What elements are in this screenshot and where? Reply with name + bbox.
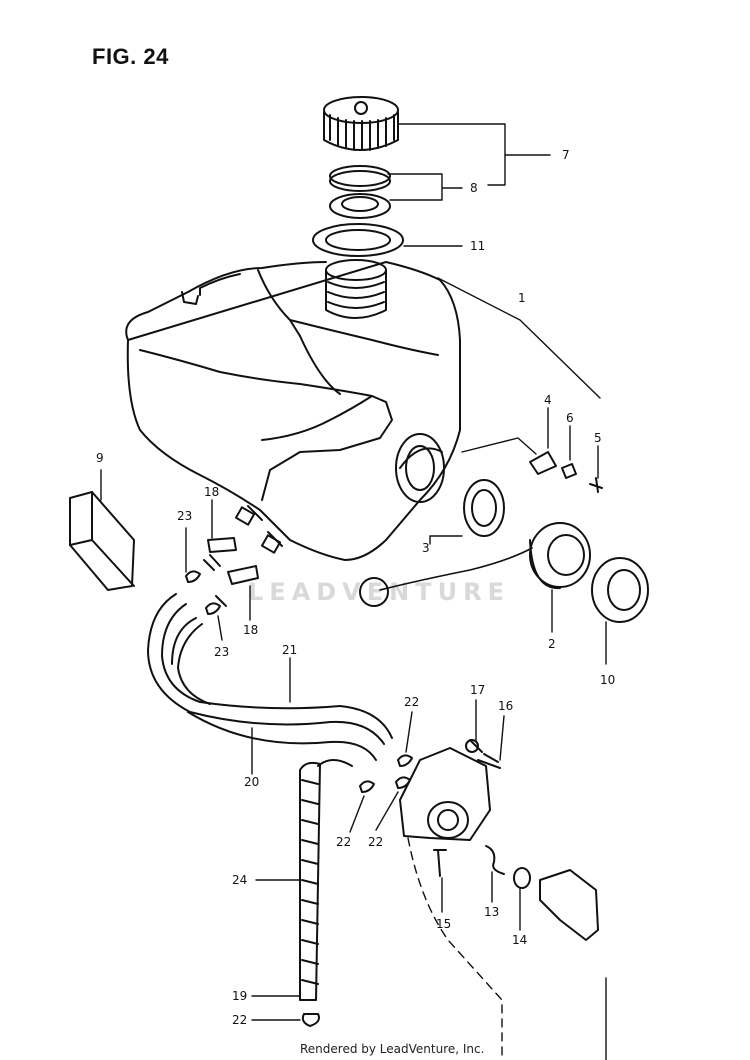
washer-6 [561, 463, 577, 479]
hose-fittings [203, 537, 259, 607]
filler-ring [312, 223, 404, 257]
hose-clip-upper [185, 570, 201, 583]
callout-23-lower: 23 [214, 645, 229, 659]
figure-title: FIG. 24 [92, 44, 169, 69]
callout-22-left: 22 [336, 835, 351, 849]
callout-numbers: 7 8 11 1 4 6 5 9 18 23 3 2 10 18 23 21 2… [96, 148, 615, 1027]
callout-19: 19 [232, 989, 247, 1003]
vent-hose [299, 759, 353, 1027]
callout-22-mid: 22 [368, 835, 383, 849]
callout-20: 20 [244, 775, 259, 789]
fuel-hose [147, 593, 393, 761]
callout-16: 16 [498, 699, 513, 713]
callout-7: 7 [562, 148, 570, 162]
callout-5: 5 [594, 431, 602, 445]
callout-17: 17 [470, 683, 485, 697]
leader-lines [100, 123, 607, 1060]
watermark: LEADVENTURE [248, 578, 510, 606]
callout-14: 14 [512, 933, 527, 947]
callout-11: 11 [470, 239, 485, 253]
callout-15: 15 [436, 917, 451, 931]
drain-cap [529, 522, 591, 590]
fuel-cap [323, 96, 399, 151]
callout-10: 10 [600, 673, 615, 687]
callout-6: 6 [566, 411, 574, 425]
callout-22-top: 22 [404, 695, 419, 709]
fuel-tank [125, 261, 461, 561]
callout-18-upper: 18 [204, 485, 219, 499]
hose-clip-22a [397, 754, 413, 767]
hose-clip-22b [359, 780, 375, 793]
callout-1: 1 [518, 291, 526, 305]
callout-9: 9 [96, 451, 104, 465]
callout-4: 4 [544, 393, 552, 407]
cap-seal [329, 165, 391, 219]
callout-13: 13 [484, 905, 499, 919]
hose-clip-lower [205, 602, 221, 615]
bolt-5 [589, 477, 603, 493]
callout-8: 8 [470, 181, 478, 195]
callout-2: 2 [548, 637, 556, 651]
callout-24: 24 [232, 873, 247, 887]
callout-23-upper: 23 [177, 509, 192, 523]
callout-3: 3 [422, 541, 430, 555]
callout-18-lower: 18 [243, 623, 258, 637]
seal-ring-3 [463, 479, 505, 537]
callout-22-bottom: 22 [232, 1013, 247, 1027]
filler-neck [325, 259, 387, 319]
callout-21: 21 [282, 643, 297, 657]
grommet-10 [591, 557, 649, 623]
label-plate [69, 491, 135, 591]
fuel-valve [399, 739, 599, 941]
cap-strap [359, 547, 533, 607]
footer-credit: Rendered by LeadVenture, Inc. [300, 1042, 485, 1056]
bracket-4 [529, 451, 557, 475]
